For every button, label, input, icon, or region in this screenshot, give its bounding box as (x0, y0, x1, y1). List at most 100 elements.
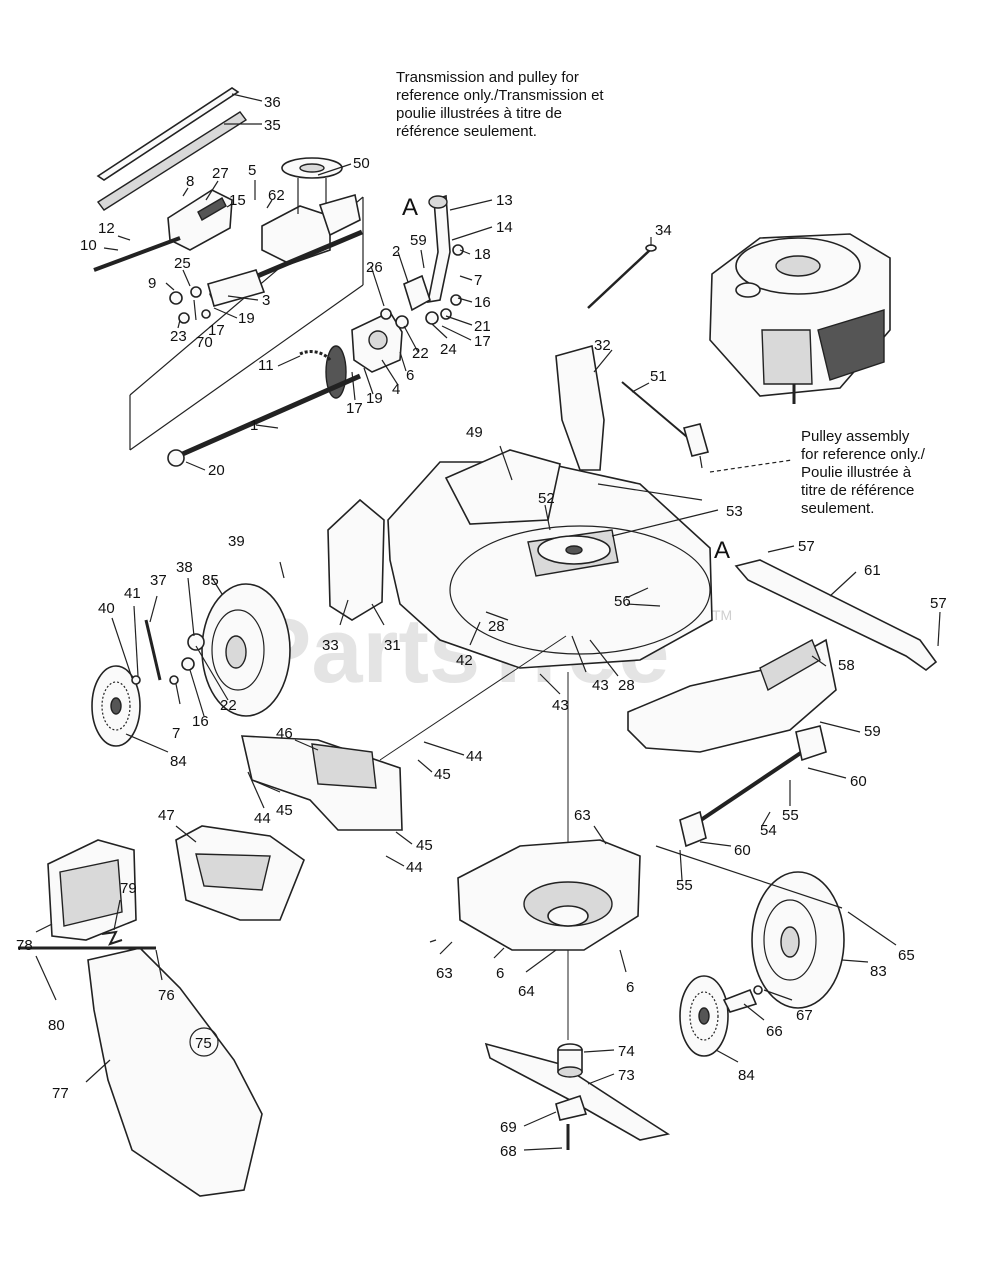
part-label: 31 (384, 637, 401, 654)
part-label: 37 (150, 572, 167, 589)
part-label: 75 (195, 1035, 212, 1052)
part-label: 7 (172, 725, 180, 742)
part-label: 20 (208, 462, 225, 479)
part-label: 69 (500, 1119, 517, 1136)
part-label: 32 (594, 337, 611, 354)
reference-letter-a-upper: A (402, 194, 418, 221)
part-label: 46 (276, 725, 293, 742)
part-label: 43 (552, 697, 569, 714)
reference-letter-a-lower: A (714, 537, 730, 564)
part-label: 19 (238, 310, 255, 327)
part-label: 22 (412, 345, 429, 362)
part-label: 17 (474, 333, 491, 350)
part-33-bracket (327, 498, 385, 621)
part-label: 70 (196, 334, 213, 351)
part-label: 44 (254, 810, 271, 827)
part-label: 23 (170, 328, 187, 345)
rear-wheel (751, 871, 845, 1009)
part-label: 57 (930, 595, 947, 612)
part-label: 14 (496, 219, 513, 236)
part-label: 36 (264, 94, 281, 111)
part-label: 26 (366, 259, 383, 276)
part-label: 2 (392, 243, 400, 260)
part-label: 67 (796, 1007, 813, 1024)
part-label: 39 (228, 533, 245, 550)
part-label: 66 (766, 1023, 783, 1040)
part-label: 45 (416, 837, 433, 854)
part-label: 61 (864, 562, 881, 579)
part-label: 59 (410, 232, 427, 249)
part-label: 19 (366, 390, 383, 407)
part-label: 84 (170, 753, 187, 770)
part-label: 5 (248, 162, 256, 179)
part-label: 51 (650, 368, 667, 385)
rear-axle (684, 738, 822, 832)
part-label: 80 (48, 1017, 65, 1034)
part-label: 63 (436, 965, 453, 982)
grass-bag (87, 947, 263, 1197)
part-label: 58 (838, 657, 855, 674)
mower-deck (387, 449, 713, 1040)
part-label: 12 (98, 220, 115, 237)
part-label: 3 (262, 292, 270, 309)
part-32-bracket (555, 344, 605, 471)
part-label: 78 (16, 937, 33, 954)
blade-baffle (457, 839, 641, 951)
part-label: 35 (264, 117, 281, 134)
part-label: 13 (496, 192, 513, 209)
part-label: 68 (500, 1143, 517, 1160)
part-label: 45 (434, 766, 451, 783)
transmission-group (93, 87, 452, 467)
leader-lines (35, 93, 941, 1151)
part-label: 43 (592, 677, 609, 694)
pulley-reference-note: Pulley assembly for reference only./ Pou… (801, 428, 925, 517)
part-label: 18 (474, 246, 491, 263)
front-hubcap (91, 665, 141, 747)
part-label: 16 (192, 713, 209, 730)
part-label: 49 (466, 424, 483, 441)
part-label: 53 (726, 503, 743, 520)
part-label: 27 (212, 165, 229, 182)
part-label: 22 (220, 697, 237, 714)
transmission-reference-note: Transmission and pulley for reference on… (396, 69, 604, 140)
part-label: 57 (798, 538, 815, 555)
part-label: 40 (98, 600, 115, 617)
part-cable-34 (587, 249, 651, 309)
handle-upper (734, 559, 938, 671)
part-label: 65 (898, 947, 915, 964)
part-label: 28 (618, 677, 635, 694)
part-label: 42 (456, 652, 473, 669)
part-label: 33 (322, 637, 339, 654)
part-label: 64 (518, 983, 535, 1000)
part-label: 6 (496, 965, 504, 982)
part-label: 15 (229, 192, 246, 209)
part-label: 73 (618, 1067, 635, 1084)
part-label: 9 (148, 275, 156, 292)
part-label: 52 (538, 490, 555, 507)
part-label: 55 (782, 807, 799, 824)
part-label: 1 (250, 417, 258, 434)
part-label: 41 (124, 585, 141, 602)
part-label: 24 (440, 341, 457, 358)
part-label: 34 (655, 222, 672, 239)
part-label: 85 (202, 572, 219, 589)
part-label: 25 (174, 255, 191, 272)
part-label: 59 (864, 723, 881, 740)
part-label: 47 (158, 807, 175, 824)
part-label: 44 (406, 859, 423, 876)
part-label: 50 (353, 155, 370, 172)
part-label: 84 (738, 1067, 755, 1084)
part-label: 79 (120, 880, 137, 897)
part-label: 55 (676, 877, 693, 894)
part-label: 28 (488, 618, 505, 635)
blade (484, 1042, 671, 1150)
part-label: 38 (176, 559, 193, 576)
part-label: 10 (80, 237, 97, 254)
part-label: 77 (52, 1085, 69, 1102)
part-labels: 36 35 50 27 8 5 62 15 12 10 9 25 3 19 17… (16, 94, 947, 1160)
part-label: 21 (474, 318, 491, 335)
rear-hubcap (679, 975, 729, 1057)
part-label: 17 (346, 400, 363, 417)
watermark-tm: TM (712, 607, 732, 623)
